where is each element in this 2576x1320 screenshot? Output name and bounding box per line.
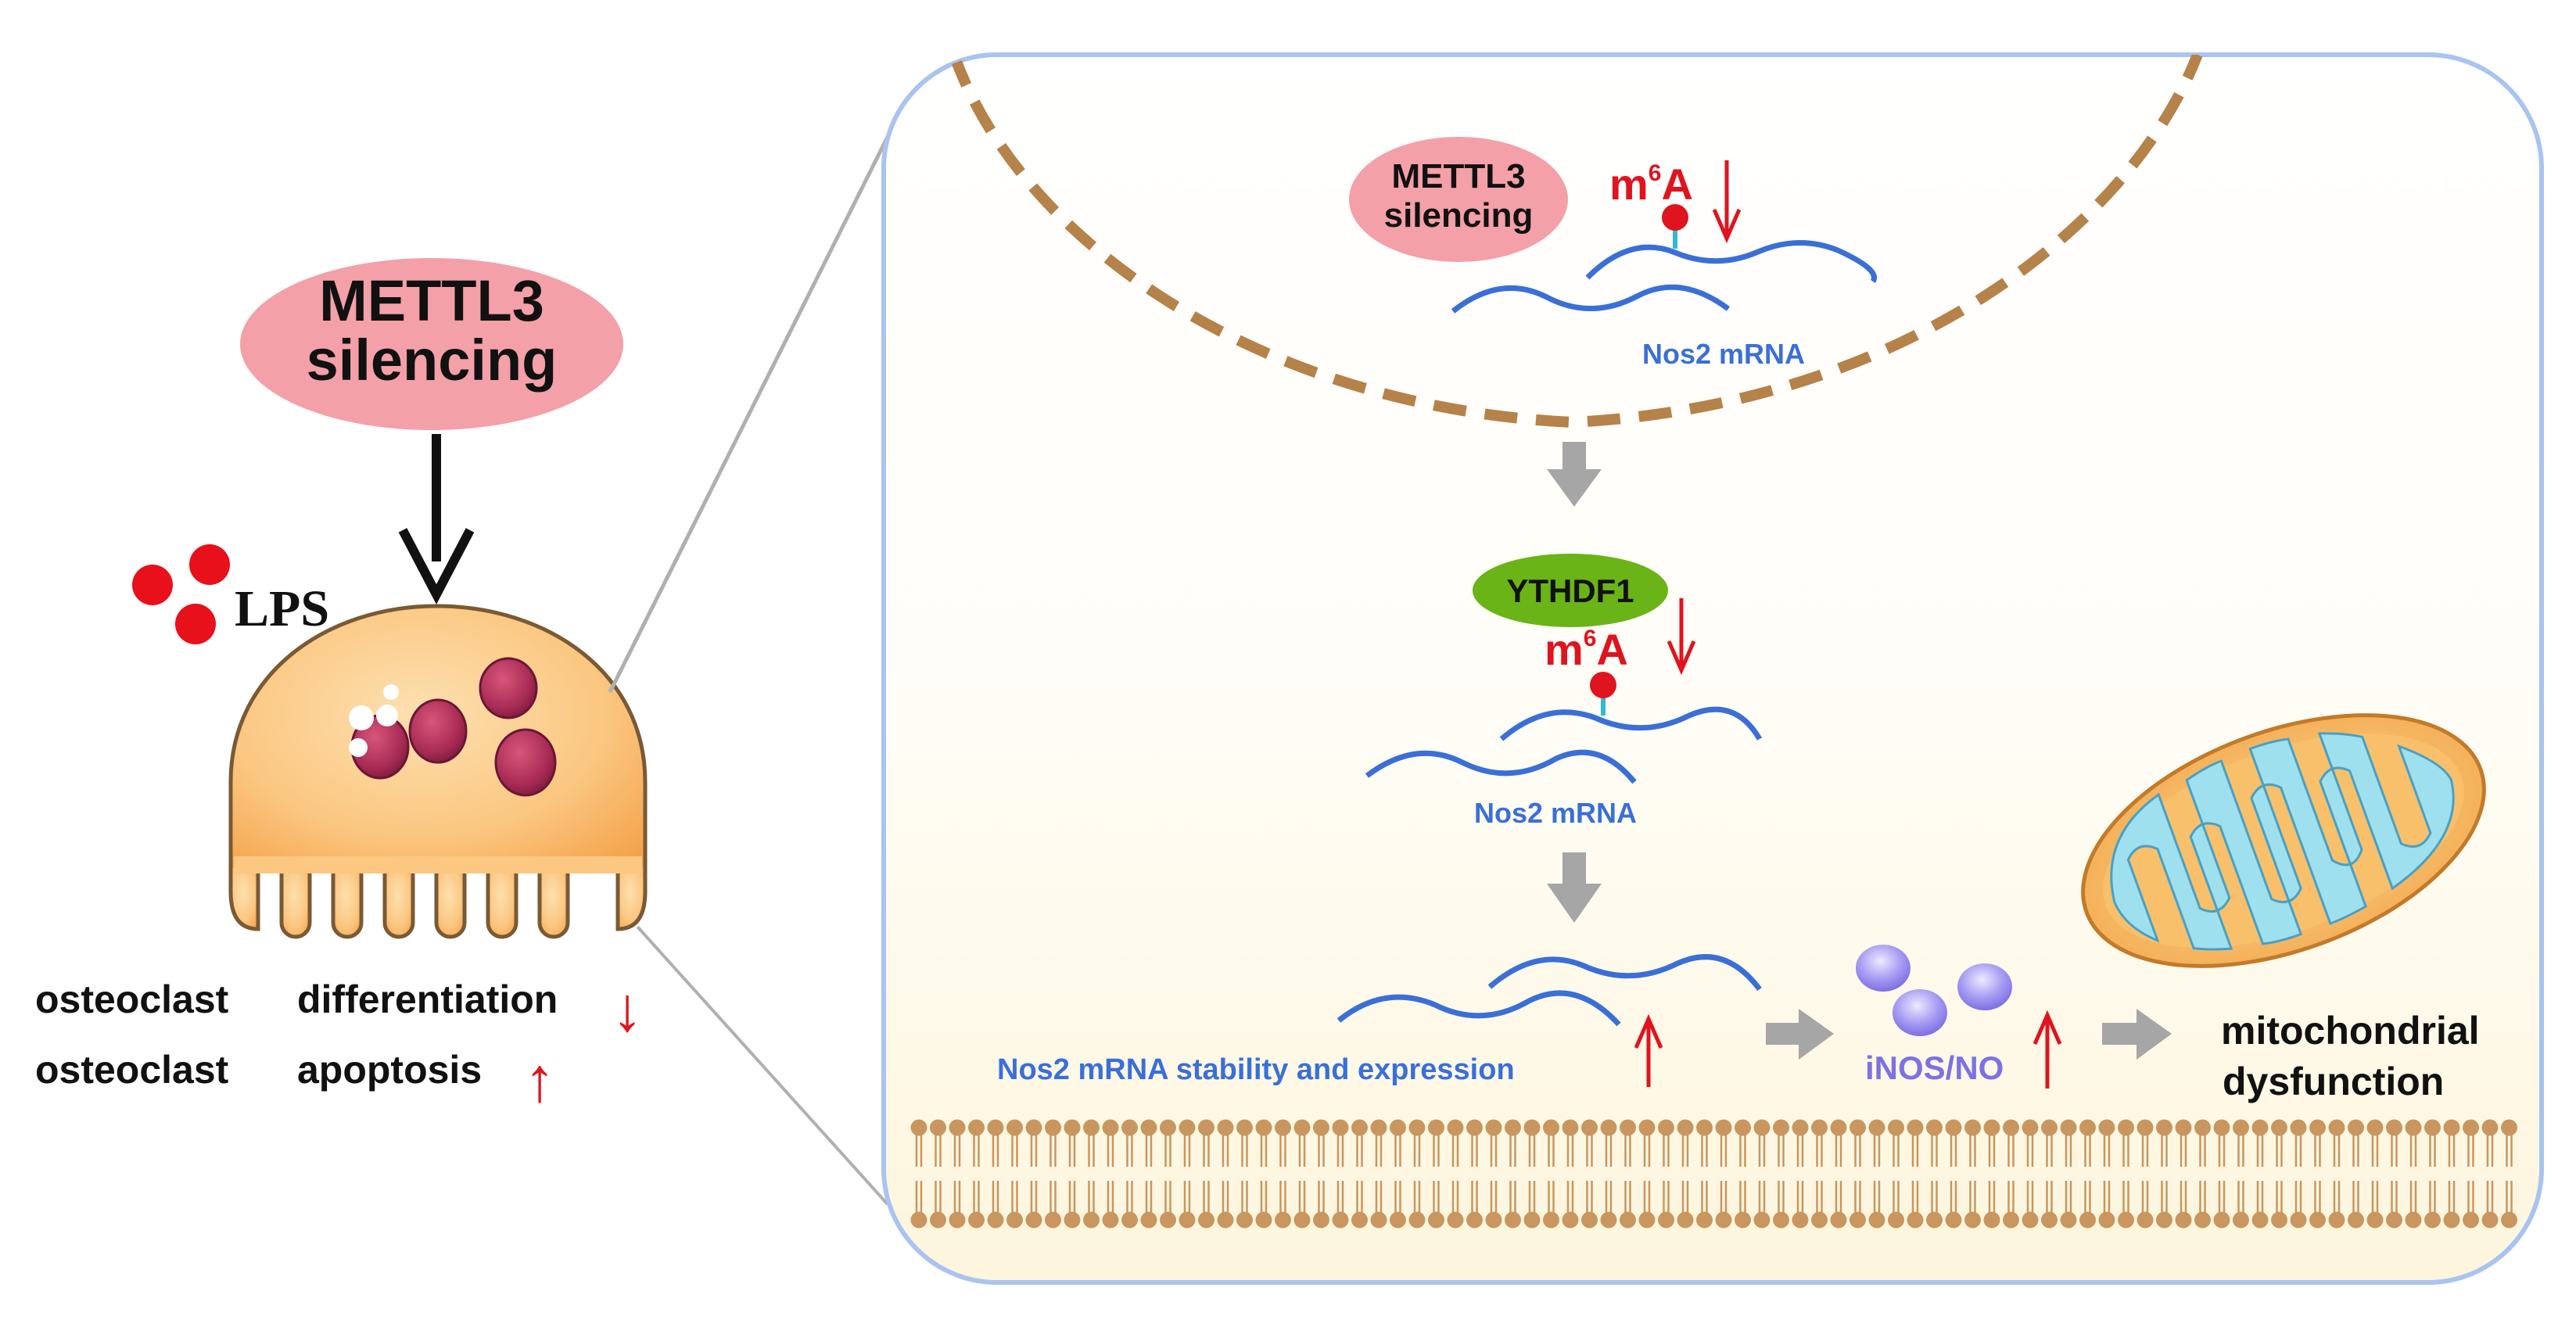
nos2-mrna-label-top: Nos2 mRNA bbox=[1642, 338, 1805, 370]
inos-up-arrow bbox=[2032, 1010, 2062, 1089]
silencing-label-nucleus: silencing bbox=[1384, 196, 1534, 235]
mettl3-label-nucleus: METTL3 bbox=[1391, 157, 1525, 195]
m6a-mark-top bbox=[1662, 204, 1688, 249]
osteoclast-label-2: osteoclast bbox=[35, 1048, 229, 1092]
apoptosis-up-arrow: ↑ bbox=[524, 1045, 555, 1114]
inos-no-label: iNOS/NO bbox=[1865, 1049, 2004, 1086]
mettl3-label-left: METTL3 bbox=[319, 268, 544, 333]
silencing-label-left: silencing bbox=[307, 328, 558, 393]
differentiation-label: differentiation bbox=[297, 977, 558, 1021]
m6a-label-mid: m6A bbox=[1545, 625, 1628, 674]
gray-down-arrow-1 bbox=[1547, 442, 1602, 507]
nos2-mrna-strands-mid bbox=[1365, 706, 1763, 784]
gray-right-arrow-2 bbox=[2102, 1009, 2172, 1060]
black-down-arrow bbox=[398, 434, 475, 604]
zoom-line-top bbox=[608, 135, 890, 694]
mito-label-2: dysfunction bbox=[2223, 1060, 2444, 1103]
lps-particles bbox=[132, 544, 230, 644]
gray-right-arrow-1 bbox=[1766, 1009, 1834, 1060]
osteoclast-label-1: osteoclast bbox=[35, 977, 229, 1021]
stability-up-arrow bbox=[1634, 1013, 1663, 1087]
lipid-bilayer-membrane bbox=[910, 1119, 2517, 1229]
nos2-mrna-strands-top bbox=[1451, 239, 1877, 314]
mitochondrion bbox=[2081, 713, 2486, 968]
mito-label-1: mitochondrial bbox=[2221, 1009, 2480, 1053]
stability-expression-label: Nos2 mRNA stability and expression bbox=[997, 1053, 1515, 1086]
ythdf1-label: YTHDF1 bbox=[1506, 572, 1634, 609]
differentiation-down-arrow: ↓ bbox=[612, 974, 643, 1044]
nuclear-envelope bbox=[949, 55, 2203, 429]
inos-molecules bbox=[1856, 945, 2012, 1036]
nos2-mrna-label-mid: Nos2 mRNA bbox=[1474, 797, 1637, 829]
mettl3-silencing-oval-left bbox=[240, 258, 623, 430]
m6a-mark-mid bbox=[1590, 672, 1616, 716]
lps-label: LPS bbox=[235, 580, 329, 637]
zoom-line-bottom bbox=[636, 925, 889, 1206]
m6a-label-top: m6A bbox=[1609, 160, 1693, 209]
ythdf1-oval bbox=[1473, 554, 1668, 627]
mettl3-silencing-oval-nucleus bbox=[1349, 137, 1568, 262]
osteoclast-cell bbox=[227, 604, 649, 939]
m6a-down-arrow-top bbox=[1712, 160, 1742, 244]
gray-down-arrow-2 bbox=[1547, 852, 1602, 923]
nos2-mrna-strands-bottom bbox=[1336, 954, 1762, 1027]
apoptosis-label: apoptosis bbox=[297, 1048, 482, 1092]
m6a-down-arrow-mid bbox=[1667, 598, 1696, 676]
